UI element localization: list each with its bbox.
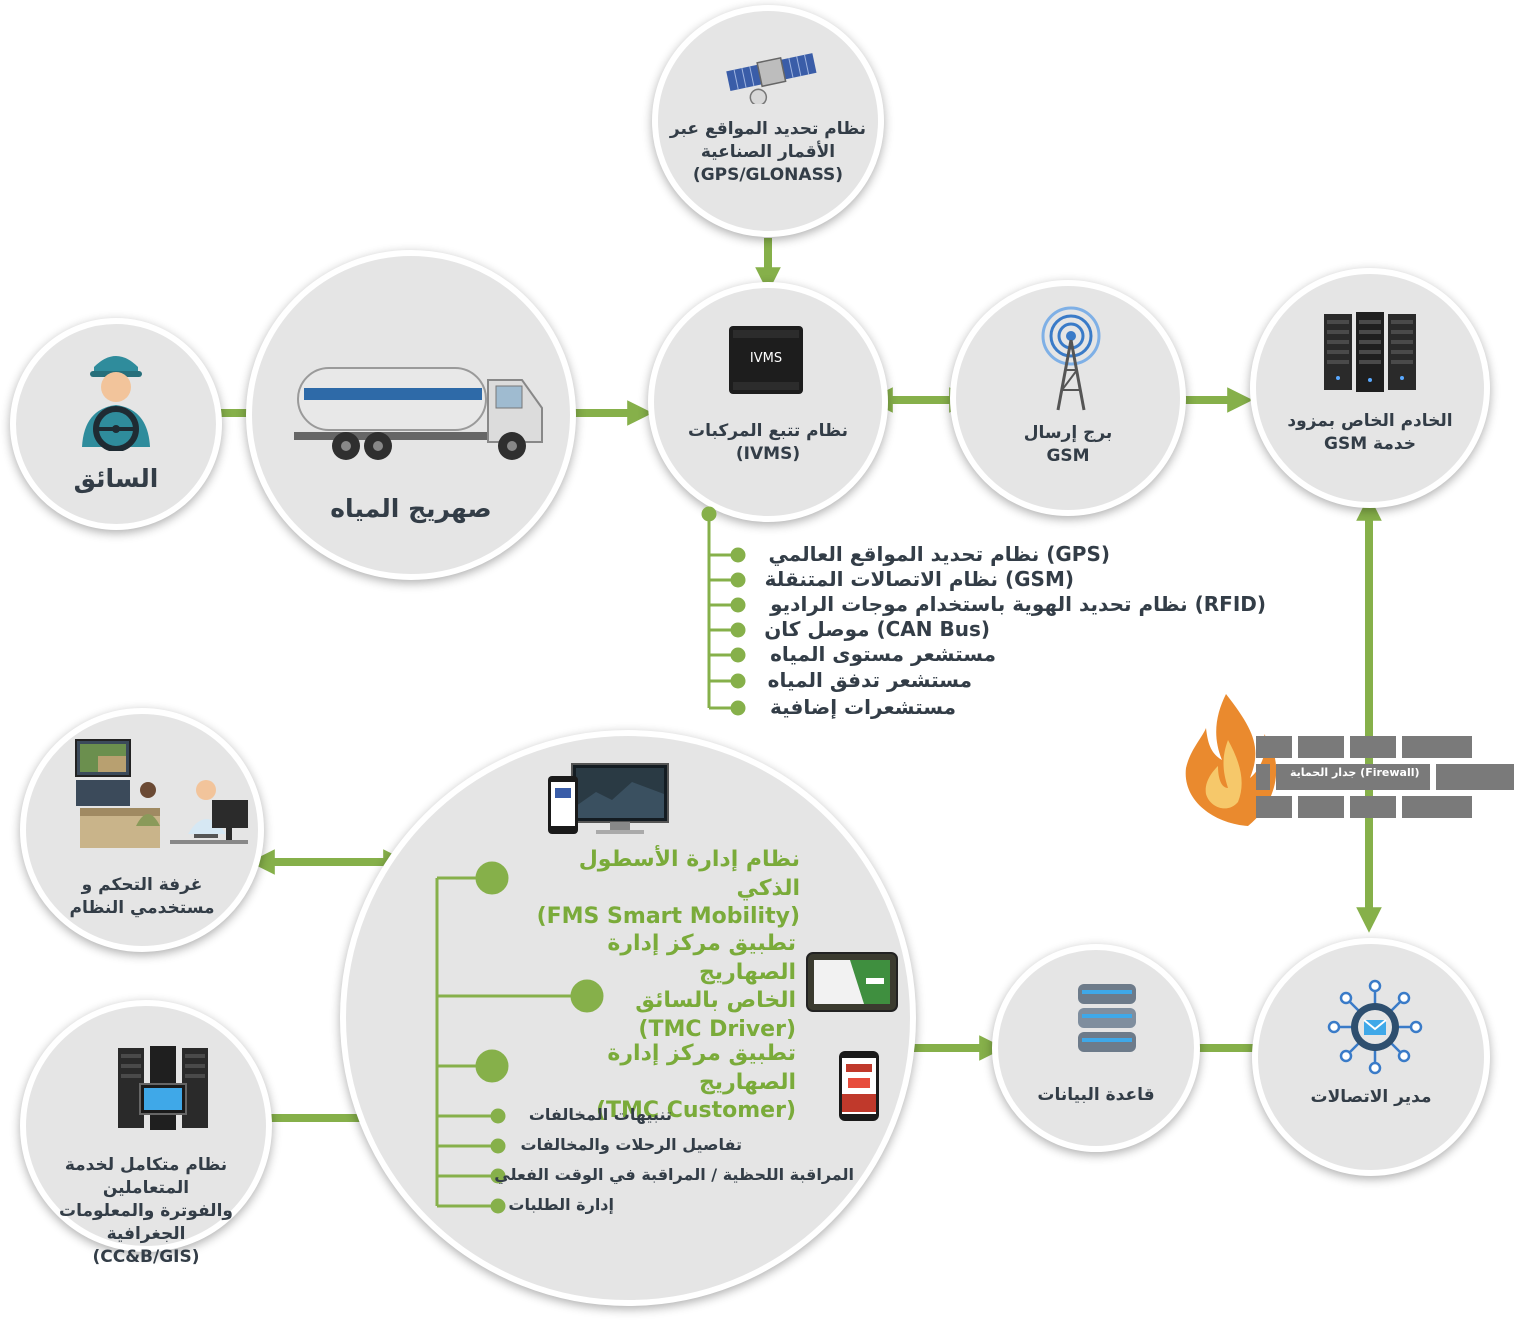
tanker-truck-icon [294,367,543,460]
gsm-server-label-line1: الخادم الخاص بمزود [1287,411,1453,431]
ccb-node [20,1000,272,1252]
satellite-label: نظام تحديد المواقع عبر الأقمار الصناعية … [660,118,876,187]
gsm-tower-node [950,280,1186,516]
driver-label: السائق [73,464,159,493]
ivms-feature-item: مستشعرات إضافية [770,695,956,719]
fms-app2-line1: تطبيق مركز إدارة الصهاريج [607,931,796,985]
ivms-label-line1: نظام تتبع المركبات [688,421,848,441]
fms-app3-line1: تطبيق مركز إدارة الصهاريج [607,1041,796,1095]
control-room-label-line1: غرفة التحكم و [81,875,203,895]
gsm-tower-icon [1041,306,1101,411]
ivms-feature-item: (GPS) نظام تحديد المواقع العالمي [768,542,1110,566]
gsm-server-label: الخادم الخاص بمزود خدمة GSM [1260,410,1480,456]
ivms-feature-item: (GSM) نظام الاتصالات المتنقلة [764,567,1074,591]
fms-app1-line1: نظام إدارة الأسطول الذكي [578,847,800,901]
control-room-label-line2: مستخدمي النظام [69,897,215,918]
ivms-device-icon [729,326,803,394]
tanker-label: صهريج المياه [330,494,492,523]
satellite-label-line1: نظام تحديد المواقع عبر [669,119,867,139]
ivms-feature-item: (RFID) نظام تحديد الهوية باستخدام موجات … [770,592,1266,616]
ccb-label-line1: نظام متكامل لخدمة المتعاملين [64,1155,228,1198]
firewall-label: (Firewall) جدار الحماية [1290,766,1420,779]
fms-app-tmc-customer: تطبيق مركز إدارة الصهاريج (TMC Customer) [520,1040,796,1126]
ccb-label: نظام متكامل لخدمة المتعاملين والفوترة وا… [30,1154,262,1269]
ivms-feature-item: (CAN Bus) موصل كان [764,617,990,641]
satellite-icon [726,53,817,104]
database-icon [1078,984,1136,1052]
fms-app-smart-mobility: نظام إدارة الأسطول الذكي (FMS Smart Mobi… [520,846,800,932]
ivms-feature-item: مستشعر مستوى المياه [770,642,996,666]
fms-feature-item: تفاصيل الرحلات والمخالفات [520,1135,742,1154]
gsm-tower-label-line2: GSM [1046,445,1090,466]
fms-feature-item: المراقبة اللحظية / المراقبة في الوقت الف… [494,1165,854,1184]
fms-app1-line2: (FMS Smart Mobility) [536,904,800,930]
comm-manager-node [1252,938,1490,1176]
ivms-label-line2: (IVMS) [735,443,801,464]
database-label: قاعدة البيانات [1037,1085,1155,1105]
ivms-feature-item: مستشعر تدفق المياه [767,668,972,692]
fms-feature-item: إدارة الطلبات [508,1195,614,1214]
fms-feature-item: تنبيهات المخالفات [528,1105,672,1124]
fms-app3-line2: (TMC Customer) [595,1098,796,1124]
satellite-node [652,5,884,237]
fms-app-tmc-driver: تطبيق مركز إدارة الصهاريج الخاص بالسائق … [520,930,796,1044]
control-room-icon [75,739,248,848]
gsm-server-label-line2: خدمة GSM [1324,433,1416,454]
fms-app2-line2: الخاص بالسائق [635,988,796,1014]
customer-phone-icon [839,1051,879,1121]
server-rack-icon [1324,312,1416,392]
ccb-server-icon [118,1046,208,1130]
ivms-label: نظام تتبع المركبات (IVMS) [660,420,876,466]
gsm-tower-label: برج إرسال GSM [960,422,1176,468]
gsm-tower-label-line1: برج إرسال [1023,423,1113,443]
satellite-label-line2: الأقمار الصناعية [700,141,836,162]
ivms-device-label: IVMS [749,351,783,366]
ivms-node [648,282,888,522]
comm-manager-label: مدير الاتصالات [1310,1087,1432,1107]
firewall-icon [1185,694,1514,826]
ccb-label-line3: (CC&B/GIS) [92,1246,200,1267]
communications-hub-icon [1327,979,1423,1075]
fms-devices-icon [548,763,669,834]
ccb-label-line2: والفوترة والمعلومات الجغرافية [59,1200,233,1244]
control-room-label: غرفة التحكم و مستخدمي النظام [30,874,254,920]
satellite-label-line3: (GPS/GLONASS) [692,164,844,185]
fms-app2-line3: (TMC Driver) [638,1016,796,1042]
driver-tablet-icon [806,952,898,1012]
driver-icon [82,356,150,451]
